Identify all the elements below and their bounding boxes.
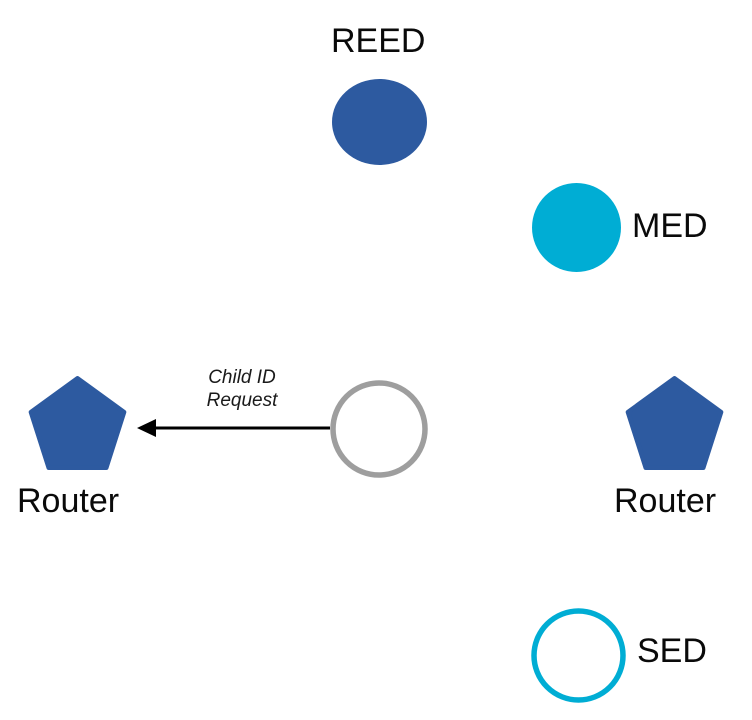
arrow-left-icon — [137, 419, 330, 437]
node-router-right[interactable] — [625, 376, 724, 470]
node-sed[interactable] — [531, 608, 626, 703]
node-router-left[interactable] — [28, 376, 127, 470]
edge-label-child-id-request: Child ID Request — [186, 366, 298, 412]
node-med[interactable] — [532, 183, 621, 272]
circle-outline-icon — [531, 608, 626, 703]
node-coordinator[interactable] — [330, 380, 428, 478]
pentagon-filled-icon — [28, 376, 127, 470]
edge-child-id-request — [130, 412, 330, 446]
node-label-sed: SED — [637, 632, 707, 670]
circle-filled-icon — [332, 79, 427, 165]
node-label-reed: REED — [331, 22, 426, 60]
node-label-router-left: Router — [17, 482, 120, 520]
circle-filled-icon — [532, 183, 621, 272]
edge-label-line-2: Request — [206, 390, 278, 411]
node-label-med: MED — [632, 207, 708, 245]
node-reed[interactable] — [332, 79, 427, 165]
node-label-router-right: Router — [614, 482, 717, 520]
pentagon-filled-icon — [625, 376, 724, 470]
edge-label-line-1: Child ID — [208, 367, 276, 388]
circle-outline-icon — [330, 380, 428, 478]
